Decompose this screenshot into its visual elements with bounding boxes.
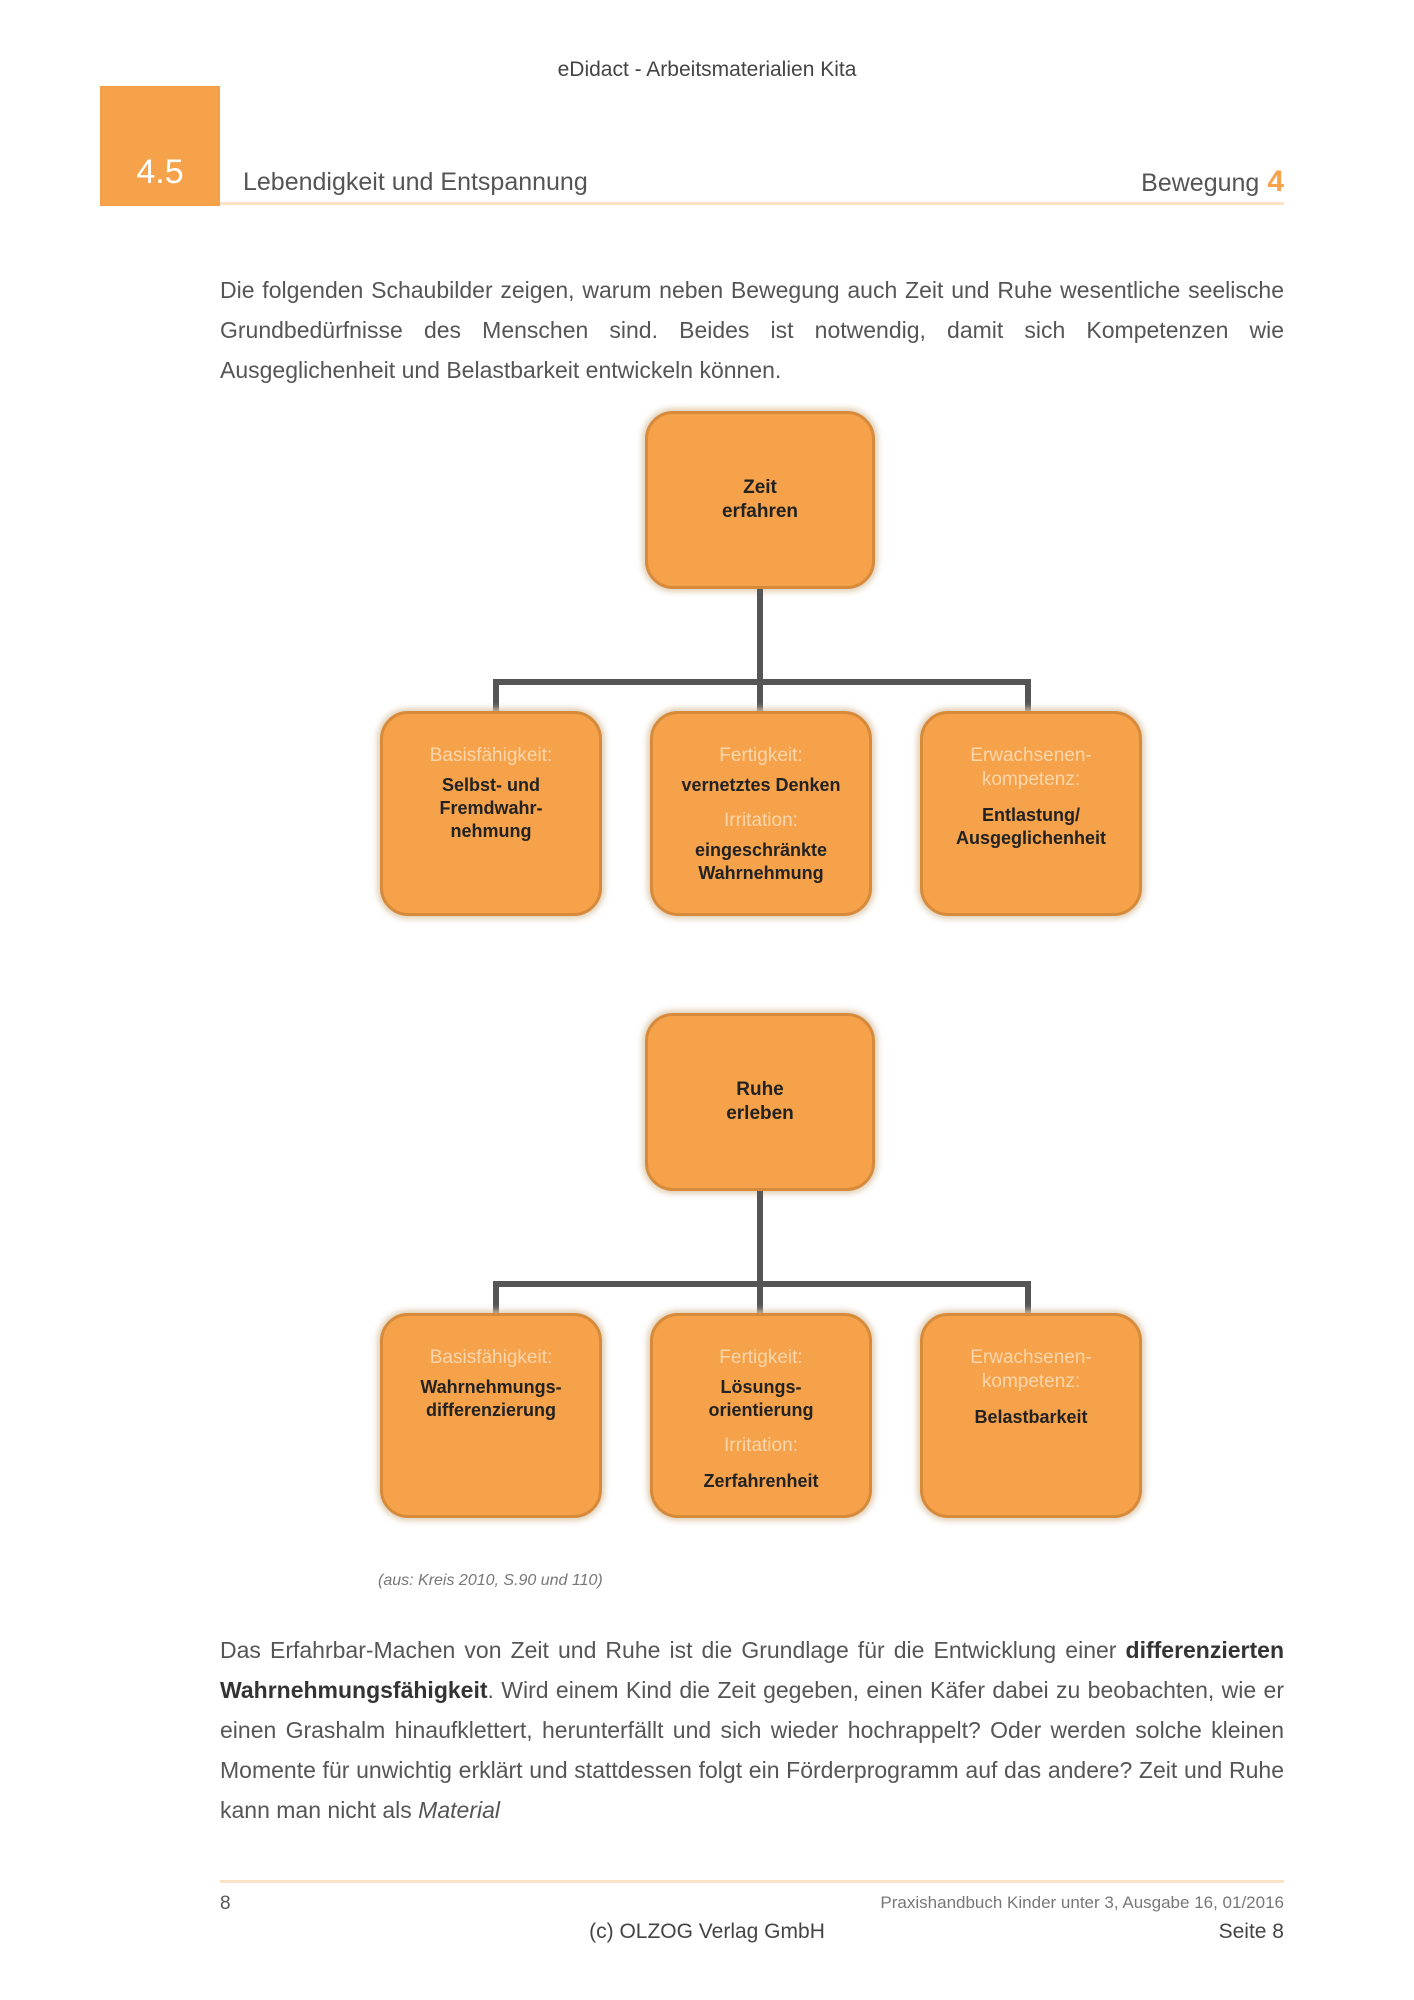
node-label: Erwachsenen-kompetenz: xyxy=(970,1347,1092,1392)
node-label: Irritation: xyxy=(724,1435,798,1456)
diagram1-child-adult: Erwachsenen-kompetenz: Entlastung/ Ausge… xyxy=(920,711,1142,916)
diagram2-connector-left xyxy=(493,1281,499,1313)
document-source-title: eDidact - Arbeitsmaterialien Kita xyxy=(557,58,857,81)
node-label: Erwachsenen-kompetenz: xyxy=(970,745,1092,790)
diagram1-root-line1: Zeit xyxy=(743,477,777,498)
node-label: Basisfähigkeit: xyxy=(429,745,553,766)
category-number: 4 xyxy=(1267,165,1284,198)
chapter-number-box: 4.5 xyxy=(100,86,220,206)
footer-page-label: Seite 8 xyxy=(1218,1920,1284,1943)
body-text-italic: Material xyxy=(418,1797,500,1823)
node-text: Zerfahrenheit xyxy=(703,1471,819,1491)
diagram2-child-adult: Erwachsenen-kompetenz: Belastbarkeit xyxy=(920,1313,1142,1518)
body-text-part2: . Wird einem Kind die Zeit gegeben, eine… xyxy=(220,1677,1284,1823)
footer-page-number: 8 xyxy=(220,1893,231,1914)
footer-copyright: (c) OLZOG Verlag GmbH xyxy=(589,1920,825,1943)
footer-publication: Praxishandbuch Kinder unter 3, Ausgabe 1… xyxy=(880,1893,1284,1912)
node-label: Fertigkeit: xyxy=(719,1347,803,1368)
footer-divider xyxy=(220,1880,1284,1883)
node-text: Belastbarkeit xyxy=(974,1407,1088,1427)
node-text: Entlastung/ Ausgeglichenheit xyxy=(955,805,1107,848)
diagram1-child-basis: Basisfähigkeit: Selbst- und Fremdwahr-ne… xyxy=(380,711,602,916)
node-text: eingeschränkte Wahrnehmung xyxy=(694,840,828,883)
diagram1-connector-horizontal xyxy=(493,679,1031,685)
node-label: Irritation: xyxy=(724,810,798,831)
node-text: Wahrnehmungs-differenzierung xyxy=(420,1377,562,1420)
node-text: vernetztes Denken xyxy=(681,775,841,795)
category-name: Bewegung xyxy=(1141,169,1260,197)
diagram2-child-basis: Basisfähigkeit: Wahrnehmungs-differenzie… xyxy=(380,1313,602,1518)
diagram1-root-node: Zeit erfahren xyxy=(645,411,875,589)
diagram2-root-line2: erleben xyxy=(726,1103,794,1124)
diagram2-connector-vertical xyxy=(757,1191,763,1313)
diagram1-root-line2: erfahren xyxy=(721,501,799,522)
node-label: Fertigkeit: xyxy=(719,745,803,766)
header-divider xyxy=(220,202,1284,205)
source-citation: (aus: Kreis 2010, S.90 und 110) xyxy=(378,1572,603,1589)
diagram2-root-line1: Ruhe xyxy=(736,1079,784,1100)
diagram2-connector-horizontal xyxy=(493,1281,1031,1287)
node-text: Lösungs-orientierung xyxy=(708,1377,814,1420)
body-text-part1: Das Erfahrbar-Machen von Zeit und Ruhe i… xyxy=(220,1637,1117,1663)
body-text-bold: differenzierten Wahrnehmungsfähigkeit xyxy=(220,1637,1284,1703)
section-title: Lebendigkeit und Entspannung xyxy=(243,168,588,196)
diagram2-root-node: Ruhe erleben xyxy=(645,1013,875,1191)
diagram1-child-skill: Fertigkeit: vernetztes Denken Irritation… xyxy=(650,711,872,916)
intro-paragraph: Die folgenden Schaubilder zeigen, warum … xyxy=(220,277,1284,383)
node-text: Selbst- und Fremdwahr-nehmung xyxy=(439,775,543,841)
diagram1-connector-left xyxy=(493,679,499,711)
body-paragraph: Das Erfahrbar-Machen von Zeit und Ruhe i… xyxy=(220,1630,1284,1830)
node-label: Basisfähigkeit: xyxy=(429,1347,553,1368)
diagram2-child-skill: Fertigkeit: Lösungs-orientierung Irritat… xyxy=(650,1313,872,1518)
diagram1-connector-vertical xyxy=(757,589,763,711)
diagram1-connector-right xyxy=(1025,679,1031,711)
diagram2-connector-right xyxy=(1025,1281,1031,1313)
